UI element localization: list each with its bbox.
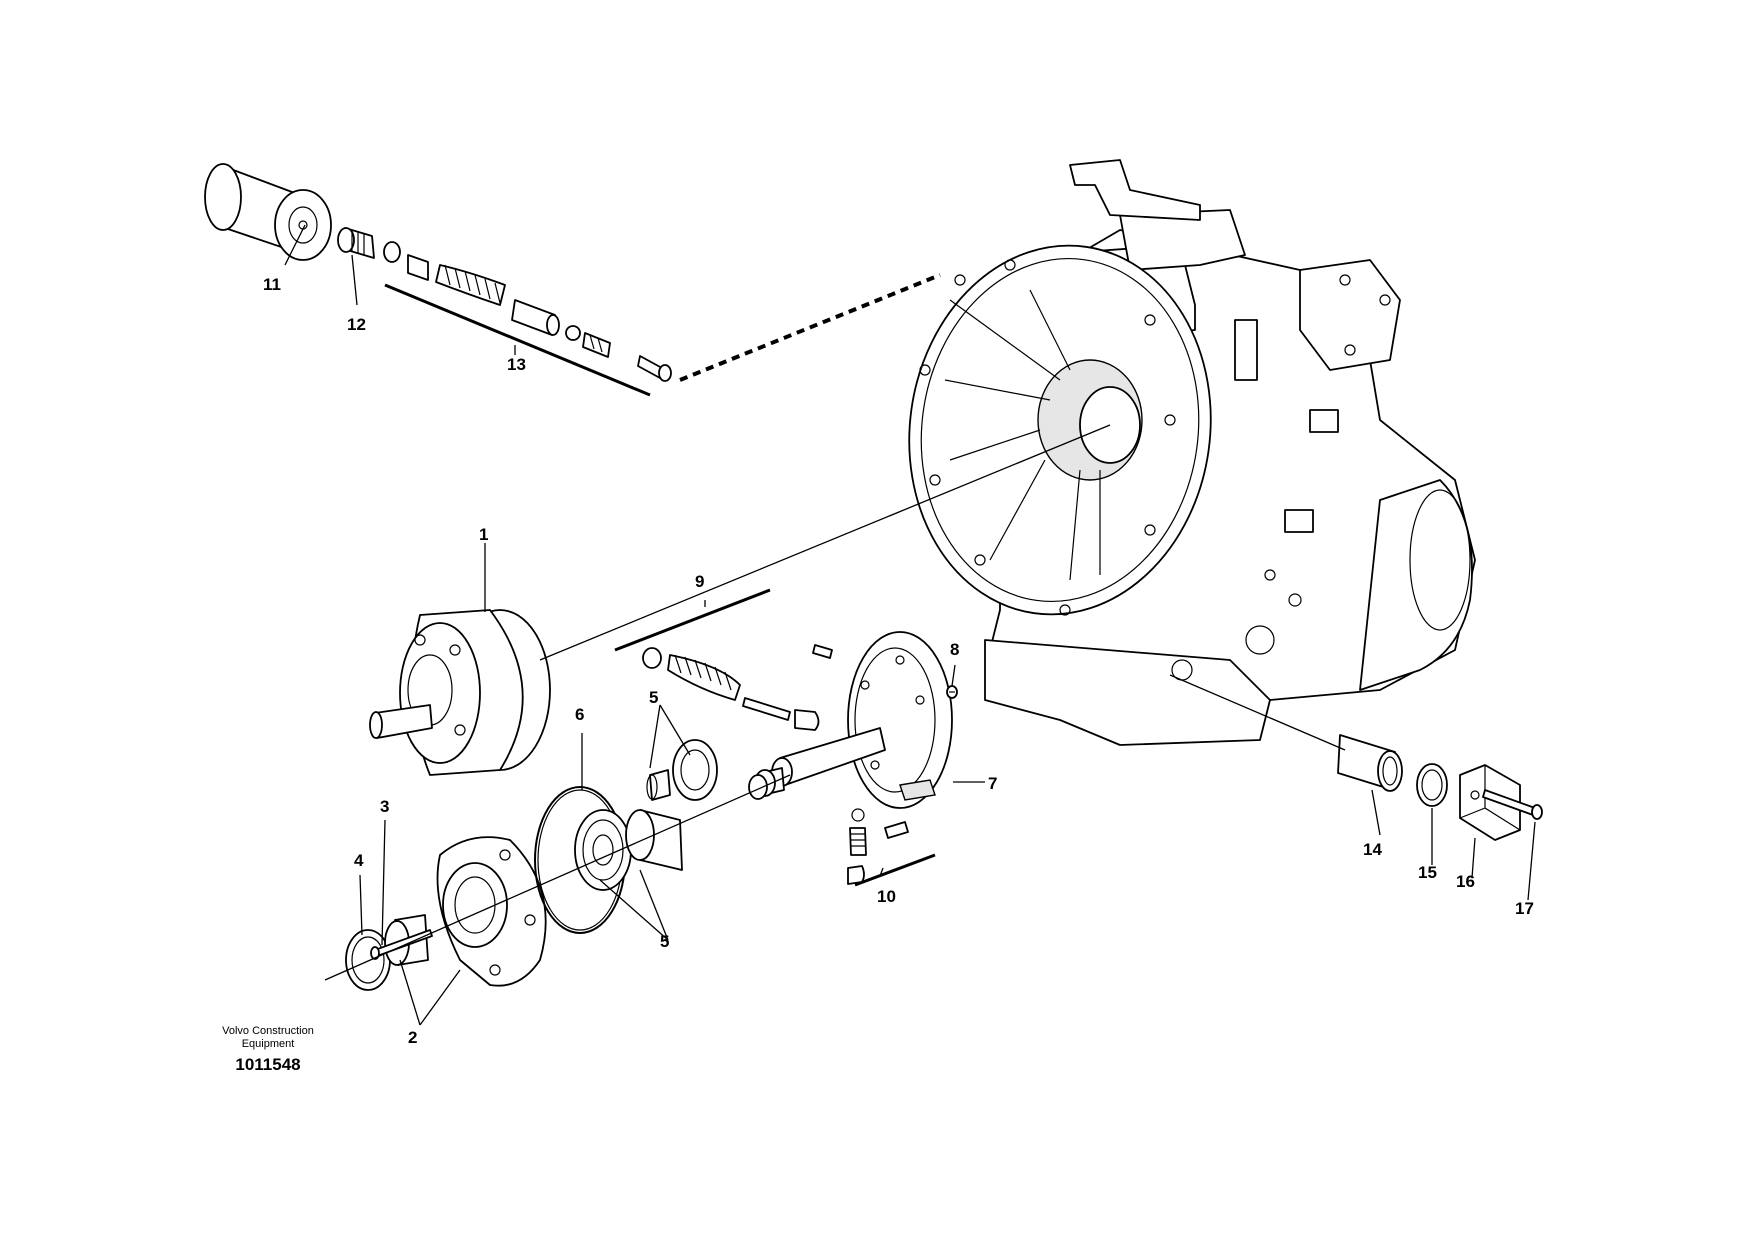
callout-15: 15: [1418, 863, 1437, 882]
sleeve-14: [1337, 734, 1403, 792]
seal-ring-15: [1416, 763, 1448, 807]
adapter-12: [337, 227, 375, 259]
callout-labels: 1 2 3 4 5 5 6 7 8 9 10 11 12 13 14 15 16…: [263, 275, 1534, 1047]
pressure-valve-kit-9: [642, 644, 833, 731]
callout-1: 1: [479, 525, 488, 544]
callout-3: 3: [380, 797, 389, 816]
drawing-number: 1011548: [235, 1055, 300, 1074]
transmission-housing: [908, 159, 1476, 746]
gear-5-upper: [646, 739, 718, 801]
drawing-caption: Volvo Construction Equipment 1011548: [222, 1025, 314, 1074]
callout-9: 9: [695, 572, 704, 591]
callout-11: 11: [263, 275, 281, 294]
bolt-17: [1482, 789, 1543, 820]
pump-plate-7: [754, 631, 953, 809]
callout-5-upper: 5: [649, 688, 658, 707]
callout-16: 16: [1456, 872, 1475, 891]
company-name-line2: Equipment: [242, 1038, 295, 1050]
company-name-line1: Volvo Construction: [222, 1025, 314, 1037]
ring-near-shaft: [748, 774, 768, 800]
seal-ring-4: [345, 929, 391, 991]
callout-4: 4: [354, 851, 364, 870]
callout-6: 6: [575, 705, 584, 724]
callout-2: 2: [408, 1028, 417, 1047]
leader-lines: [284, 224, 1536, 1026]
callout-14: 14: [1363, 840, 1382, 859]
gear-5-lower: [574, 809, 632, 891]
callout-8: 8: [950, 640, 959, 659]
pump-assembly-1: [369, 609, 551, 776]
pump-housing-2: [436, 836, 547, 987]
callout-5-lower: 5: [660, 932, 669, 951]
callout-13: 13: [507, 355, 526, 374]
cover-plate-16: [1459, 764, 1521, 841]
callout-7: 7: [988, 774, 997, 793]
callout-10: 10: [877, 887, 896, 906]
callout-17: 17: [1515, 899, 1534, 918]
callout-12: 12: [347, 315, 366, 334]
parts-kit-10: [847, 808, 909, 885]
oil-filter-11: [204, 163, 332, 261]
relief-valve-kit-13: [383, 241, 672, 382]
bolt-3: [370, 929, 433, 960]
bushing-5-lower: [625, 809, 683, 871]
screw-8: [946, 685, 958, 699]
